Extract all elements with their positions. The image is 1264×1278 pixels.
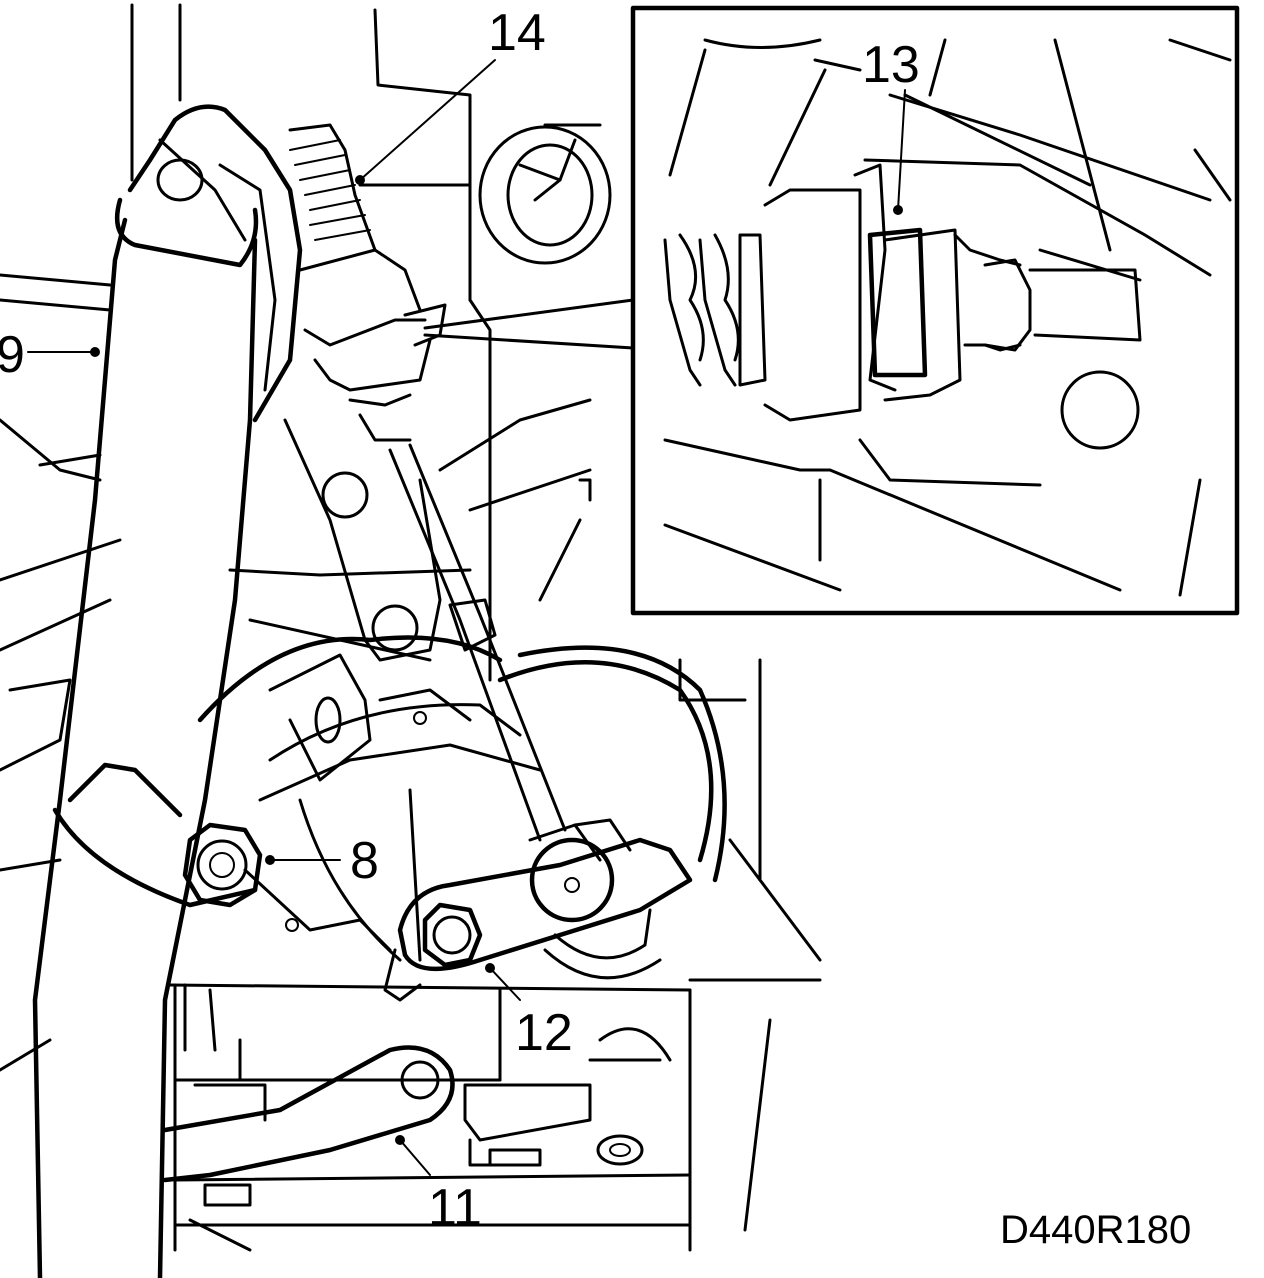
link-arm-11 bbox=[162, 1045, 644, 1207]
spring-boot bbox=[288, 123, 447, 442]
background-structure bbox=[0, 3, 822, 1252]
central-mechanism bbox=[197, 635, 727, 1002]
callout-12: 12 bbox=[515, 1004, 573, 1062]
leader-dot-14 bbox=[355, 175, 365, 185]
leader-dot-13 bbox=[893, 205, 903, 215]
leader-dot-9 bbox=[90, 347, 100, 357]
bracket-plate bbox=[283, 418, 442, 662]
bolt-8 bbox=[182, 822, 263, 908]
leader-dot-12 bbox=[485, 963, 495, 973]
callout-9: 9 bbox=[0, 326, 25, 384]
detail-inset bbox=[423, 5, 1240, 616]
callout-8: 8 bbox=[350, 832, 379, 890]
callout-14: 14 bbox=[488, 4, 546, 62]
callout-13: 13 bbox=[862, 36, 920, 94]
main-pillar bbox=[32, 104, 303, 1278]
leader-dot-8 bbox=[265, 855, 275, 865]
lever-assembly bbox=[397, 818, 693, 980]
upper-ring bbox=[478, 123, 612, 265]
leader-dot-11 bbox=[395, 1135, 405, 1145]
figure-code: D440R180 bbox=[1000, 1208, 1191, 1252]
callout-11: 11 bbox=[428, 1179, 482, 1237]
leader-lines bbox=[27, 59, 906, 1176]
control-rod bbox=[388, 443, 602, 862]
